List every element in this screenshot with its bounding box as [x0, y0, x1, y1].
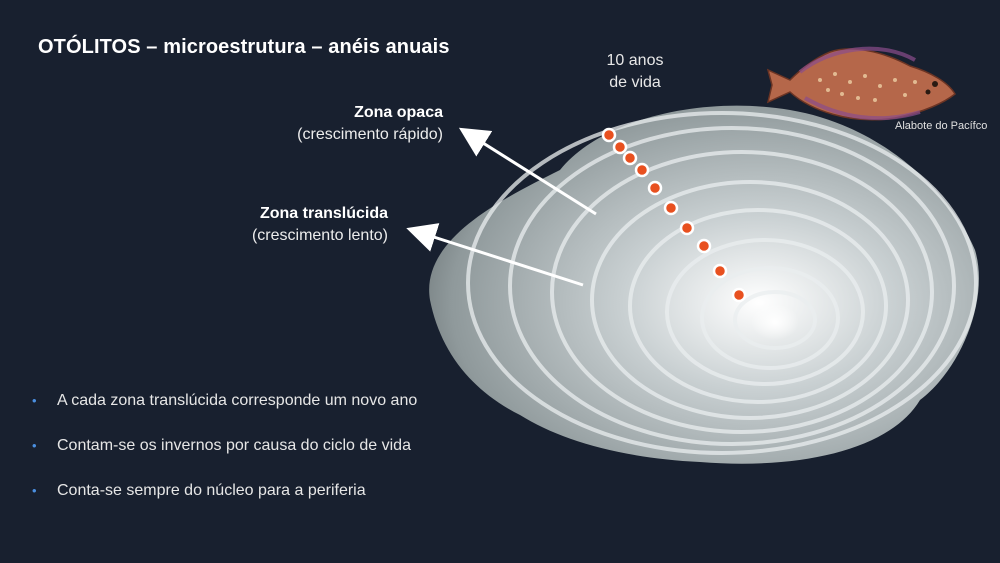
bullet-list: • A cada zona translúcida corresponde um…: [30, 392, 417, 527]
years-of-life-label: 10 anos de vida: [590, 50, 680, 94]
list-item: • Contam-se os invernos por causa do cic…: [30, 437, 417, 482]
list-item: • A cada zona translúcida corresponde um…: [30, 392, 417, 437]
ring-marker: [634, 162, 650, 178]
translucent-zone-arrow: [406, 223, 584, 287]
opaque-zone-desc: (crescimento rápido): [297, 126, 443, 143]
opaque-zone-label: Zona opaca (crescimento rápido): [297, 102, 443, 146]
ring-marker: [712, 263, 728, 279]
translucent-zone-label: Zona translúcida (crescimento lento): [252, 203, 388, 247]
translucent-zone-name: Zona translúcida: [259, 205, 388, 222]
years-count: 10 anos: [606, 52, 664, 69]
bullet-icon: •: [32, 393, 37, 408]
ring-marker: [731, 287, 747, 303]
fish-caption: Alabote do Pacífco: [895, 120, 988, 132]
years-unit: de vida: [609, 74, 661, 91]
ring-marker: [663, 200, 679, 216]
translucent-zone-desc: (crescimento lento): [251, 227, 388, 244]
opaque-zone-arrow: [458, 127, 597, 216]
bullet-icon: •: [32, 483, 37, 498]
opaque-zone-name: Zona opaca: [354, 104, 443, 121]
ring-marker: [647, 180, 663, 196]
bullet-text: A cada zona translúcida corresponde um n…: [57, 392, 418, 409]
ring-marker: [679, 220, 695, 236]
ring-marker: [696, 238, 712, 254]
ring-marker: [601, 127, 617, 143]
slide-title: OTÓLITOS – microestrutura – anéis anuais: [38, 36, 450, 58]
annual-ring-markers: [601, 127, 747, 303]
ring-marker: [622, 150, 638, 166]
bullet-text: Conta-se sempre do núcleo para a perifer…: [57, 482, 366, 499]
bullet-icon: •: [32, 438, 37, 453]
bullet-text: Contam-se os invernos por causa do ciclo…: [57, 437, 411, 454]
halibut-fish-illustration: [766, 46, 956, 121]
list-item: • Conta-se sempre do núcleo para a perif…: [30, 482, 417, 527]
ring-marker: [612, 139, 628, 155]
